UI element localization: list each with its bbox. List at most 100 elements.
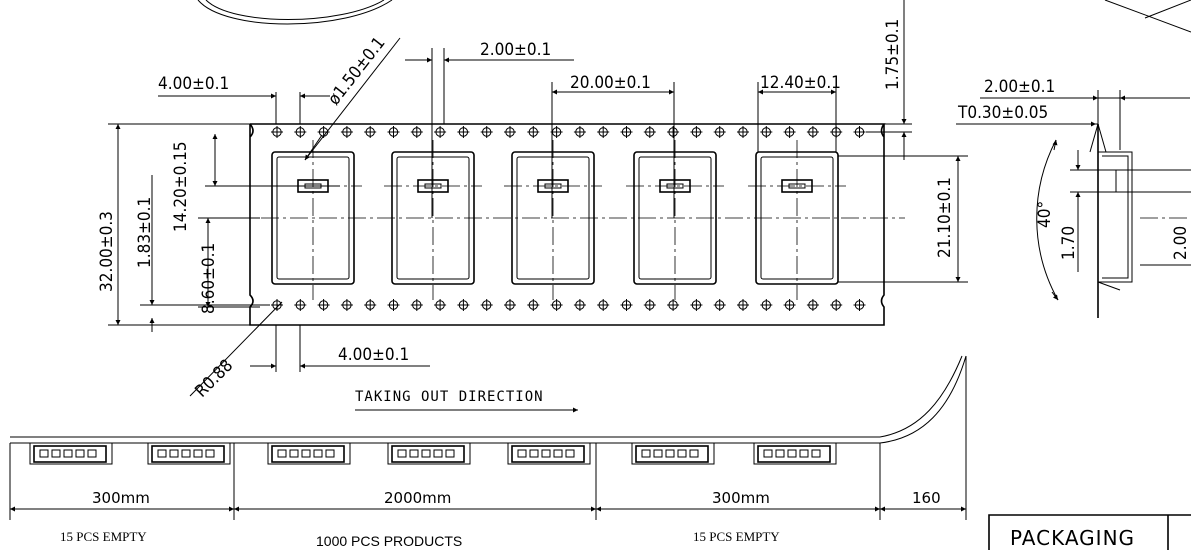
- component-body: [271, 445, 345, 463]
- dim-pocket-pitch: 20.00±0.1: [551, 73, 675, 218]
- component-pin: [421, 449, 431, 458]
- dim-hole-pitch-bottom: 4.00±0.1: [250, 325, 430, 372]
- dim-text: 32.00±0.3: [97, 211, 117, 292]
- pocket: [504, 140, 602, 300]
- component-pin: [205, 449, 215, 458]
- component-cavity: [267, 443, 351, 465]
- tape-side-view: [1036, 123, 1191, 318]
- sprocket-holes-bottom: [271, 299, 866, 311]
- trail-note: 15 PCS EMPTY: [693, 529, 780, 544]
- dim-text: ø1.50±0.1: [324, 33, 389, 109]
- component-pin: [157, 449, 167, 458]
- reel-arc-inner: [205, 0, 385, 20]
- product-length: 2000mm: [384, 489, 451, 507]
- component-pin: [277, 449, 287, 458]
- component-pin: [63, 449, 73, 458]
- dim-hole-diameter: ø1.50±0.1: [304, 33, 401, 161]
- dim-tape-width: 32.00±0.3: [97, 123, 250, 326]
- product-note: 1000 PCS PRODUCTS: [316, 533, 462, 549]
- dim-center-offset: 8.60±0.1: [198, 217, 260, 314]
- component-body: [391, 445, 465, 463]
- component-cavity: [29, 443, 113, 465]
- component-pin: [689, 449, 699, 458]
- dim-corner-radius: R0.88: [189, 301, 283, 402]
- dim-text: 8.60±0.1: [199, 243, 219, 314]
- dim-text: R0.88: [191, 356, 237, 402]
- component-pin: [169, 449, 179, 458]
- component-pin: [397, 449, 407, 458]
- dim-side-total: 2.00: [1140, 226, 1191, 266]
- component-pin: [181, 449, 191, 458]
- component-pin: [641, 449, 651, 458]
- component-pin: [301, 449, 311, 458]
- component-cavity: [631, 443, 715, 465]
- strip-component: [753, 443, 837, 465]
- component-pin: [541, 449, 551, 458]
- component-body: [757, 445, 831, 463]
- component-pin: [529, 449, 539, 458]
- component-body: [511, 445, 585, 463]
- component-pin: [445, 449, 455, 458]
- component-pin: [433, 449, 443, 458]
- reel-strip: [10, 355, 967, 465]
- direction-text: TAKING OUT DIRECTION: [355, 389, 544, 405]
- dim-text: 40°: [1035, 201, 1055, 228]
- pocket-row: [264, 140, 846, 300]
- dim-pocket-offset: 1.83±0.1: [135, 175, 270, 332]
- component-pin: [409, 449, 419, 458]
- pocket: [264, 140, 362, 300]
- component-pin: [193, 449, 203, 458]
- strip-component: [29, 443, 113, 465]
- component-row: [29, 443, 837, 465]
- component-pin: [39, 449, 49, 458]
- title-label: PACKAGING: [1010, 526, 1135, 550]
- component-pin: [799, 449, 809, 458]
- dim-text: 2.00±0.1: [984, 77, 1055, 97]
- dim-text: T0.30±0.05: [957, 103, 1048, 123]
- component-pin: [811, 449, 821, 458]
- component-cavity: [753, 443, 837, 465]
- dim-hole-to-pocket: 2.00±0.1: [405, 40, 574, 218]
- component-pin: [517, 449, 527, 458]
- dim-hole-to-slot: 14.20±0.15: [171, 134, 340, 232]
- dim-text: 21.10±0.1: [935, 177, 955, 258]
- dim-hole-pitch-top: 4.00±0.1: [158, 74, 330, 124]
- lead-note: 15 PCS EMPTY: [60, 529, 147, 544]
- dim-side-inner: 1.70: [1059, 150, 1191, 272]
- strip-component: [147, 443, 231, 465]
- strip-component: [387, 443, 471, 465]
- component-pin: [665, 449, 675, 458]
- tape-outline: [249, 123, 886, 326]
- reel-arc: [197, 0, 393, 25]
- component-pin: [75, 449, 85, 458]
- dim-pocket-width: 12.40±0.1: [757, 73, 841, 152]
- component-cavity: [507, 443, 591, 465]
- dim-text: 2.00: [1171, 226, 1191, 260]
- component-pin: [553, 449, 563, 458]
- dim-side-angle: 40°: [1035, 201, 1055, 228]
- dim-pocket-length: 21.10±0.1: [838, 155, 968, 283]
- tape-top-view: [232, 123, 905, 326]
- dim-text: 1.70: [1059, 226, 1079, 260]
- title-block: PACKAGING: [988, 514, 1191, 550]
- component-pin: [313, 449, 323, 458]
- component-pin: [325, 449, 335, 458]
- strip-component: [631, 443, 715, 465]
- pocket: [626, 140, 724, 300]
- pocket: [748, 140, 846, 300]
- dim-strip-lengths: 300mm 2000mm 300mm 160: [9, 356, 967, 520]
- sprocket-holes-top: [271, 126, 866, 138]
- end-length: 160: [912, 489, 941, 507]
- component-pin: [763, 449, 773, 458]
- component-cavity: [147, 443, 231, 465]
- pocket: [384, 140, 482, 300]
- component-body: [33, 445, 107, 463]
- dim-side-depth: 2.00±0.1: [980, 77, 1190, 150]
- dim-side-thickness: T0.30±0.05: [956, 103, 1098, 127]
- dim-text: 14.20±0.15: [171, 141, 191, 232]
- component-cavity: [387, 443, 471, 465]
- dim-text: 2.00±0.1: [480, 40, 551, 60]
- lead-length: 300mm: [92, 489, 150, 507]
- component-pin: [289, 449, 299, 458]
